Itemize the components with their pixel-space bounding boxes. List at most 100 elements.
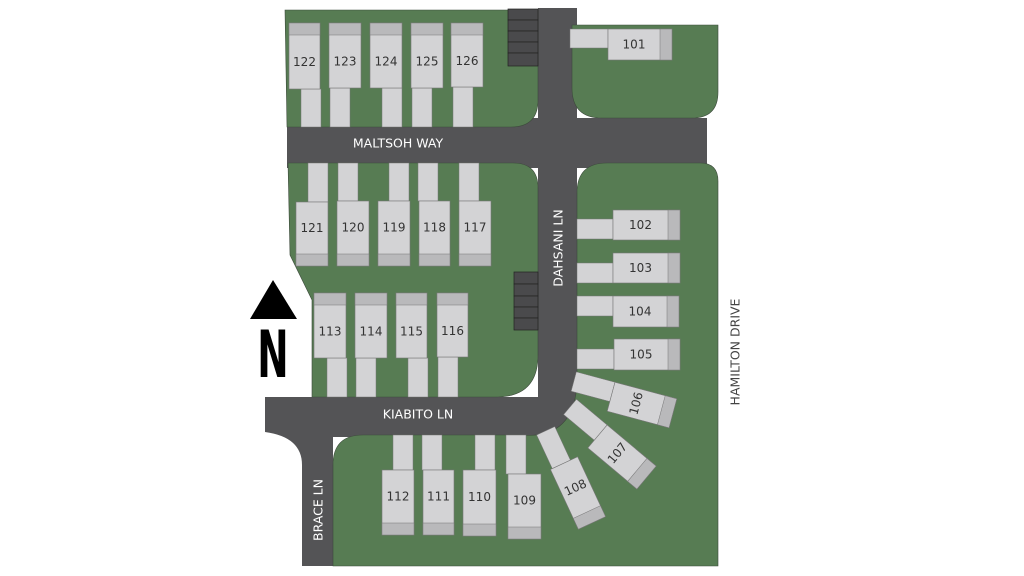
north-label: N — [257, 317, 288, 393]
lot-105: 105 — [576, 338, 681, 371]
driveway — [417, 162, 439, 202]
lot-116: 116 — [436, 292, 469, 398]
garage — [667, 252, 681, 284]
street-label-hamilton-drive: HAMILTON DRIVE — [728, 298, 743, 405]
driveway — [392, 434, 414, 471]
garage — [395, 292, 428, 306]
lot-110: 110 — [462, 434, 497, 537]
lot-number: 118 — [423, 221, 446, 235]
lot-number: 105 — [630, 348, 653, 362]
lot-number: 112 — [387, 490, 410, 504]
driveway — [474, 434, 496, 471]
lot-number: 121 — [301, 221, 324, 235]
driveway — [576, 218, 614, 240]
lot-125: 125 — [410, 22, 444, 128]
lot-number: 125 — [416, 55, 439, 69]
lot-108: 108 — [536, 426, 606, 530]
driveway — [381, 87, 403, 128]
lot-123: 123 — [328, 22, 362, 128]
garage — [410, 22, 444, 36]
driveway — [411, 87, 433, 128]
garage — [572, 505, 606, 530]
lot-number: 119 — [383, 221, 406, 235]
lot-number: 111 — [427, 490, 450, 504]
lot-101: 101 — [569, 28, 673, 61]
lot-number: 117 — [464, 221, 487, 235]
garage — [458, 253, 492, 267]
lot-117: 117 — [458, 162, 492, 267]
garage — [381, 522, 415, 536]
garage — [418, 253, 451, 267]
driveway — [388, 162, 410, 202]
garage — [354, 292, 388, 306]
driveway — [355, 357, 377, 398]
lot-number: 126 — [456, 54, 479, 68]
street-label-kiabito-ln: KIABITO LN — [383, 407, 453, 422]
lot-number: 113 — [319, 325, 342, 339]
lot-number: 104 — [629, 305, 652, 319]
lot-number: 110 — [468, 490, 491, 504]
garage — [295, 253, 329, 267]
garage — [377, 253, 411, 267]
north-arrow: N — [250, 280, 297, 393]
garage — [667, 209, 681, 241]
lot-number: 116 — [441, 324, 464, 338]
lot-number: 124 — [375, 55, 398, 69]
garage — [627, 458, 657, 490]
lot-111: 111 — [421, 434, 455, 536]
lot-number: 103 — [629, 261, 652, 275]
lot-number: 109 — [513, 494, 536, 508]
street-label-maltsoh-way: MALTSOH WAY — [353, 136, 444, 151]
driveway — [576, 295, 614, 317]
lot-number: 114 — [360, 325, 383, 339]
driveway — [452, 86, 474, 128]
driveway — [576, 348, 615, 370]
lot-122: 122 — [288, 22, 322, 128]
parking-north — [507, 8, 539, 67]
street-label-brace-ln: BRACE LN — [311, 479, 326, 541]
lot-118: 118 — [417, 162, 451, 267]
garage — [328, 22, 362, 36]
lot-107: 107 — [563, 398, 657, 490]
lot-number: 123 — [334, 55, 357, 69]
lot-112: 112 — [381, 434, 415, 536]
driveway — [569, 28, 609, 49]
driveway — [421, 434, 443, 471]
driveway — [407, 357, 429, 398]
lot-number: 101 — [623, 38, 646, 52]
lot-number: 106 — [626, 391, 645, 417]
garage — [288, 22, 321, 36]
driveway — [329, 87, 351, 128]
garage — [313, 292, 347, 306]
lot-115: 115 — [395, 292, 429, 398]
lot-119: 119 — [377, 162, 411, 267]
lot-124: 124 — [369, 22, 403, 128]
garage — [436, 292, 469, 306]
driveway — [458, 162, 480, 202]
lot-120: 120 — [336, 162, 370, 267]
road-kiabito — [265, 397, 577, 566]
garage — [657, 395, 678, 429]
lot-109: 109 — [505, 434, 542, 540]
garage — [667, 338, 681, 371]
garage — [659, 28, 673, 61]
garage — [666, 295, 680, 328]
lot-103: 103 — [576, 252, 681, 284]
driveway — [437, 356, 459, 398]
garage — [422, 522, 455, 536]
driveway — [307, 162, 329, 203]
lot-104: 104 — [576, 295, 680, 328]
lot-number: 115 — [400, 325, 423, 339]
driveway — [300, 88, 322, 128]
lot-114: 114 — [354, 292, 388, 398]
lot-106: 106 — [570, 371, 678, 429]
driveway — [337, 162, 359, 202]
lot-number: 120 — [342, 221, 365, 235]
driveway — [576, 262, 614, 284]
garage — [336, 253, 370, 267]
garage — [369, 22, 403, 36]
lot-number: 102 — [629, 218, 652, 232]
garage — [462, 523, 497, 537]
